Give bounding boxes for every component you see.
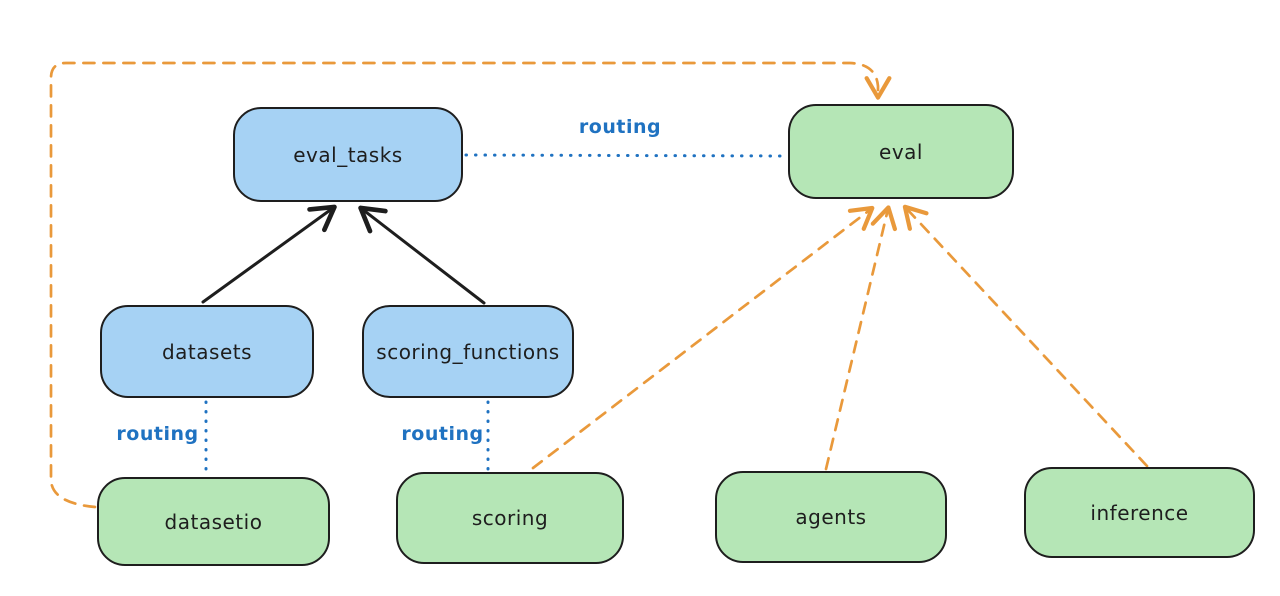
node-eval-tasks: eval_tasks (233, 107, 463, 202)
edge-datasetio-to-eval (49, 61, 892, 509)
routing-label-datasets-datasetio: routing (116, 423, 199, 445)
node-scoring-functions: scoring_functions (362, 305, 574, 398)
routing-label-eval-tasks-eval: routing (578, 116, 662, 138)
node-eval-label: eval (879, 139, 923, 164)
node-scoring-functions-label: scoring_functions (376, 339, 560, 364)
node-inference-label: inference (1090, 500, 1189, 525)
node-datasetio-label: datasetio (164, 509, 263, 534)
edge-eval-tasks-to-eval-routing (464, 153, 786, 158)
edge-scoring-to-eval (531, 205, 875, 470)
node-eval-tasks-label: eval_tasks (293, 142, 403, 167)
node-datasets-label: datasets (161, 339, 253, 364)
routing-label-scoring-functions-scoring: routing (401, 423, 484, 445)
edge-scoring-functions-to-eval-tasks (358, 205, 486, 305)
node-scoring-label: scoring (471, 506, 549, 530)
edge-agents-to-eval (824, 205, 898, 471)
node-inference: inference (1024, 467, 1255, 558)
node-agents: agents (715, 471, 947, 563)
edge-datasets-to-eval-tasks (201, 204, 337, 304)
node-scoring: scoring (396, 472, 624, 564)
node-datasets: datasets (100, 305, 314, 398)
node-agents-label: agents (795, 505, 867, 529)
node-datasetio: datasetio (97, 477, 330, 566)
edge-inference-to-eval (902, 204, 1149, 468)
node-eval: eval (788, 104, 1014, 199)
